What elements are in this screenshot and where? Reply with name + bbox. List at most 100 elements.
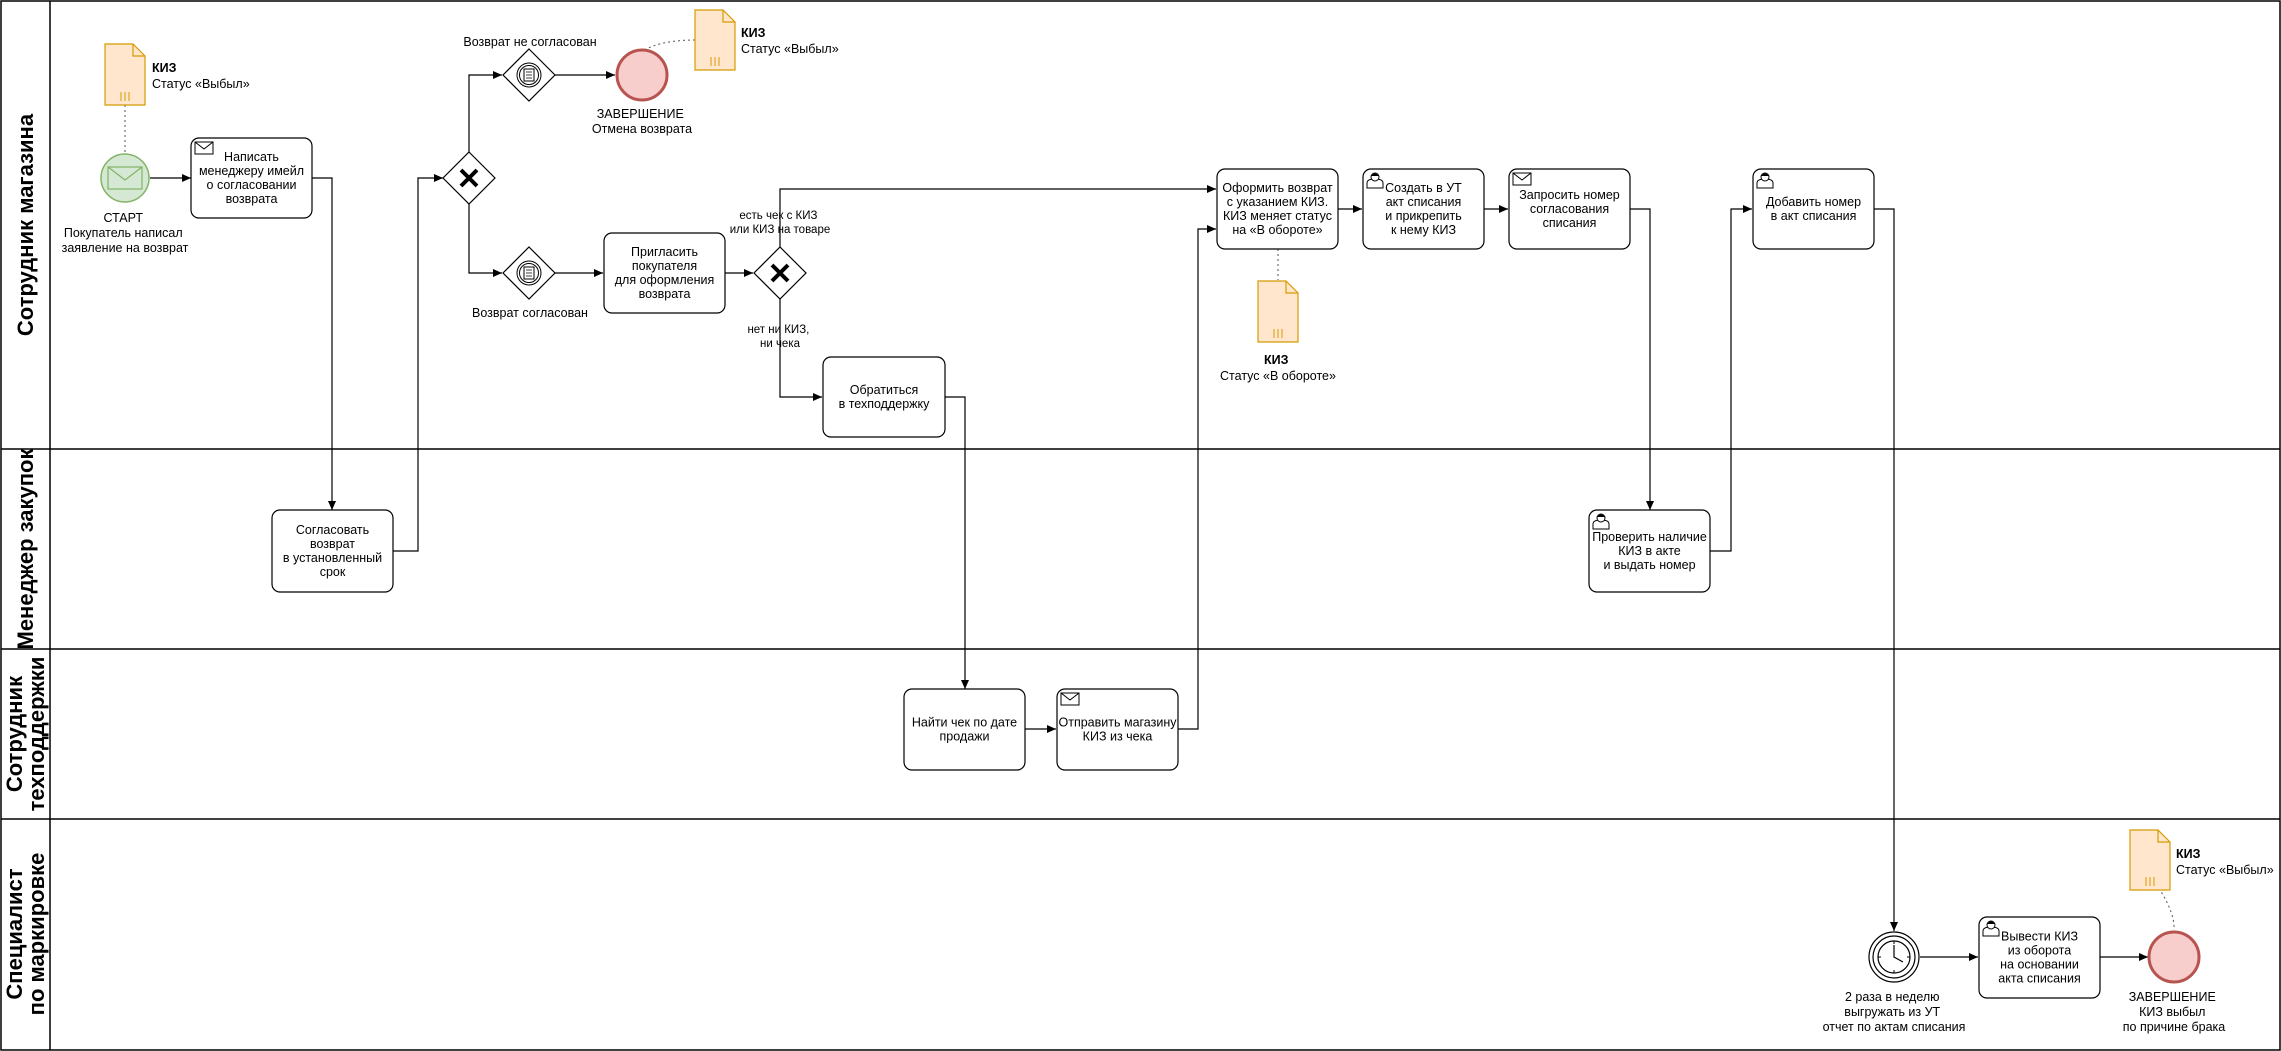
flow-write-to-approve[interactable] (312, 177, 336, 510)
label-not-approved: Возврат не согласован (463, 35, 596, 49)
flow-gateway-to-reject[interactable] (468, 71, 502, 163)
data-title: КИЗ (1264, 353, 1289, 367)
label-has-receipt: есть чек с КИЗ или КИЗ на товаре (730, 210, 831, 236)
flow-gateway2-to-support[interactable] (779, 288, 822, 401)
end-cancel-label: ЗАВЕРШЕНИЕ Отмена возврата (592, 107, 692, 136)
task-label-line: Добавить номер (1766, 195, 1861, 209)
task-box (1588, 509, 1711, 593)
task-box (903, 688, 1026, 771)
lane-store[interactable]: Сотрудник магазина (13, 113, 38, 336)
task-label-line: Написать (224, 150, 279, 164)
task-label-line: в установленный (283, 551, 382, 565)
flow-check-to-add[interactable] (1710, 205, 1752, 552)
flow-gateway-to-accept[interactable] (468, 193, 502, 277)
data-object-d3[interactable] (1257, 280, 1299, 343)
task-label-line: о согласовании (207, 178, 297, 192)
task-box (822, 356, 946, 438)
flow-add-to-timer[interactable] (1874, 208, 1898, 931)
data-object-d1[interactable] (104, 43, 146, 106)
flow-request-to-check[interactable] (1630, 208, 1654, 510)
task-label-line: Вывести КИЗ (2001, 930, 2078, 944)
user-icon (1756, 172, 1774, 189)
task-label-line: и прикрепить (1385, 209, 1462, 223)
data-object-d4[interactable] (2129, 829, 2171, 891)
gateway-event-reject[interactable] (502, 48, 556, 102)
task-label-line: для оформления (615, 273, 714, 287)
timer-event[interactable] (1868, 931, 1920, 983)
envelope-icon (194, 141, 214, 155)
data-title: КИЗ (2176, 847, 2201, 861)
association-d2 (641, 39, 696, 53)
task-label-line: КИЗ меняет статус (1223, 209, 1332, 223)
gateway-event-accept[interactable] (502, 246, 556, 300)
task-label-line: КИЗ из чека (1083, 730, 1153, 744)
task-box (271, 509, 394, 593)
envelope-icon (1060, 692, 1080, 706)
flow-approve-to-gateway[interactable] (393, 174, 443, 552)
task-label-line: с указанием КИЗ. (1227, 195, 1328, 209)
start-event[interactable] (100, 153, 150, 203)
lane-marking[interactable]: Специалистпо маркировке (2, 853, 49, 1016)
lane-title-marking: Специалистпо маркировке (2, 853, 49, 1016)
task-box (603, 232, 726, 314)
task-label-line: Отправить магазину (1059, 716, 1178, 730)
task-label-line: возврата (639, 287, 691, 301)
task-label-line: акта списания (1998, 972, 2080, 986)
end-event-final[interactable] (2147, 930, 2201, 984)
document-icon (2129, 829, 2171, 891)
x-mark-icon (770, 263, 790, 283)
task-box (1752, 168, 1875, 250)
task-label-line: и выдать номер (1603, 558, 1695, 572)
task-label-line: на основании (2000, 958, 2079, 972)
label-no-kiz: нет ни КИЗ, ни чека (747, 324, 812, 350)
flow-send-to-register[interactable] (1178, 225, 1216, 730)
task-label-line: покупателя (632, 259, 697, 273)
end-event-cancel[interactable] (615, 48, 669, 102)
task-box (1978, 916, 2101, 999)
task-label-line: в акт списания (1771, 209, 1857, 223)
gateway-decision-2[interactable] (753, 246, 807, 300)
task-label-line: срок (320, 565, 346, 579)
lane-support[interactable]: Сотрудниктехподдержки (2, 657, 49, 812)
data-object-d2[interactable] (694, 9, 736, 71)
task-label-line: возврат (310, 537, 355, 551)
task-label-line: акт списания (1386, 195, 1462, 209)
flow-gateway2-to-register[interactable] (779, 185, 1216, 258)
task-label-line: Обратиться (850, 383, 918, 397)
start-event-label: СТАРТ Покупатель написал заявление на во… (62, 211, 189, 255)
envelope-icon (1512, 172, 1532, 186)
user-icon (1366, 172, 1384, 189)
document-icon (1257, 280, 1299, 343)
lane-title-purchase: Менеджер закупок (13, 448, 38, 650)
label-approved: Возврат согласован (472, 306, 588, 320)
data-label-d2: КИЗ Статус «Выбыл» (741, 26, 839, 56)
task-label-line: Запросить номер (1519, 188, 1620, 202)
data-status: Статус «Выбыл» (2176, 863, 2274, 877)
flow-support-to-find[interactable] (945, 396, 969, 689)
lane-title-store: Сотрудник магазина (13, 113, 38, 336)
gateway-decision-1[interactable] (442, 151, 496, 205)
task-label-line: Пригласить (631, 245, 698, 259)
task-label-line: менеджеру имейл (199, 164, 304, 178)
lane-purchase[interactable]: Менеджер закупок (13, 448, 38, 650)
clock-icon (1877, 940, 1911, 974)
task-label-line: КИЗ в акте (1618, 544, 1681, 558)
